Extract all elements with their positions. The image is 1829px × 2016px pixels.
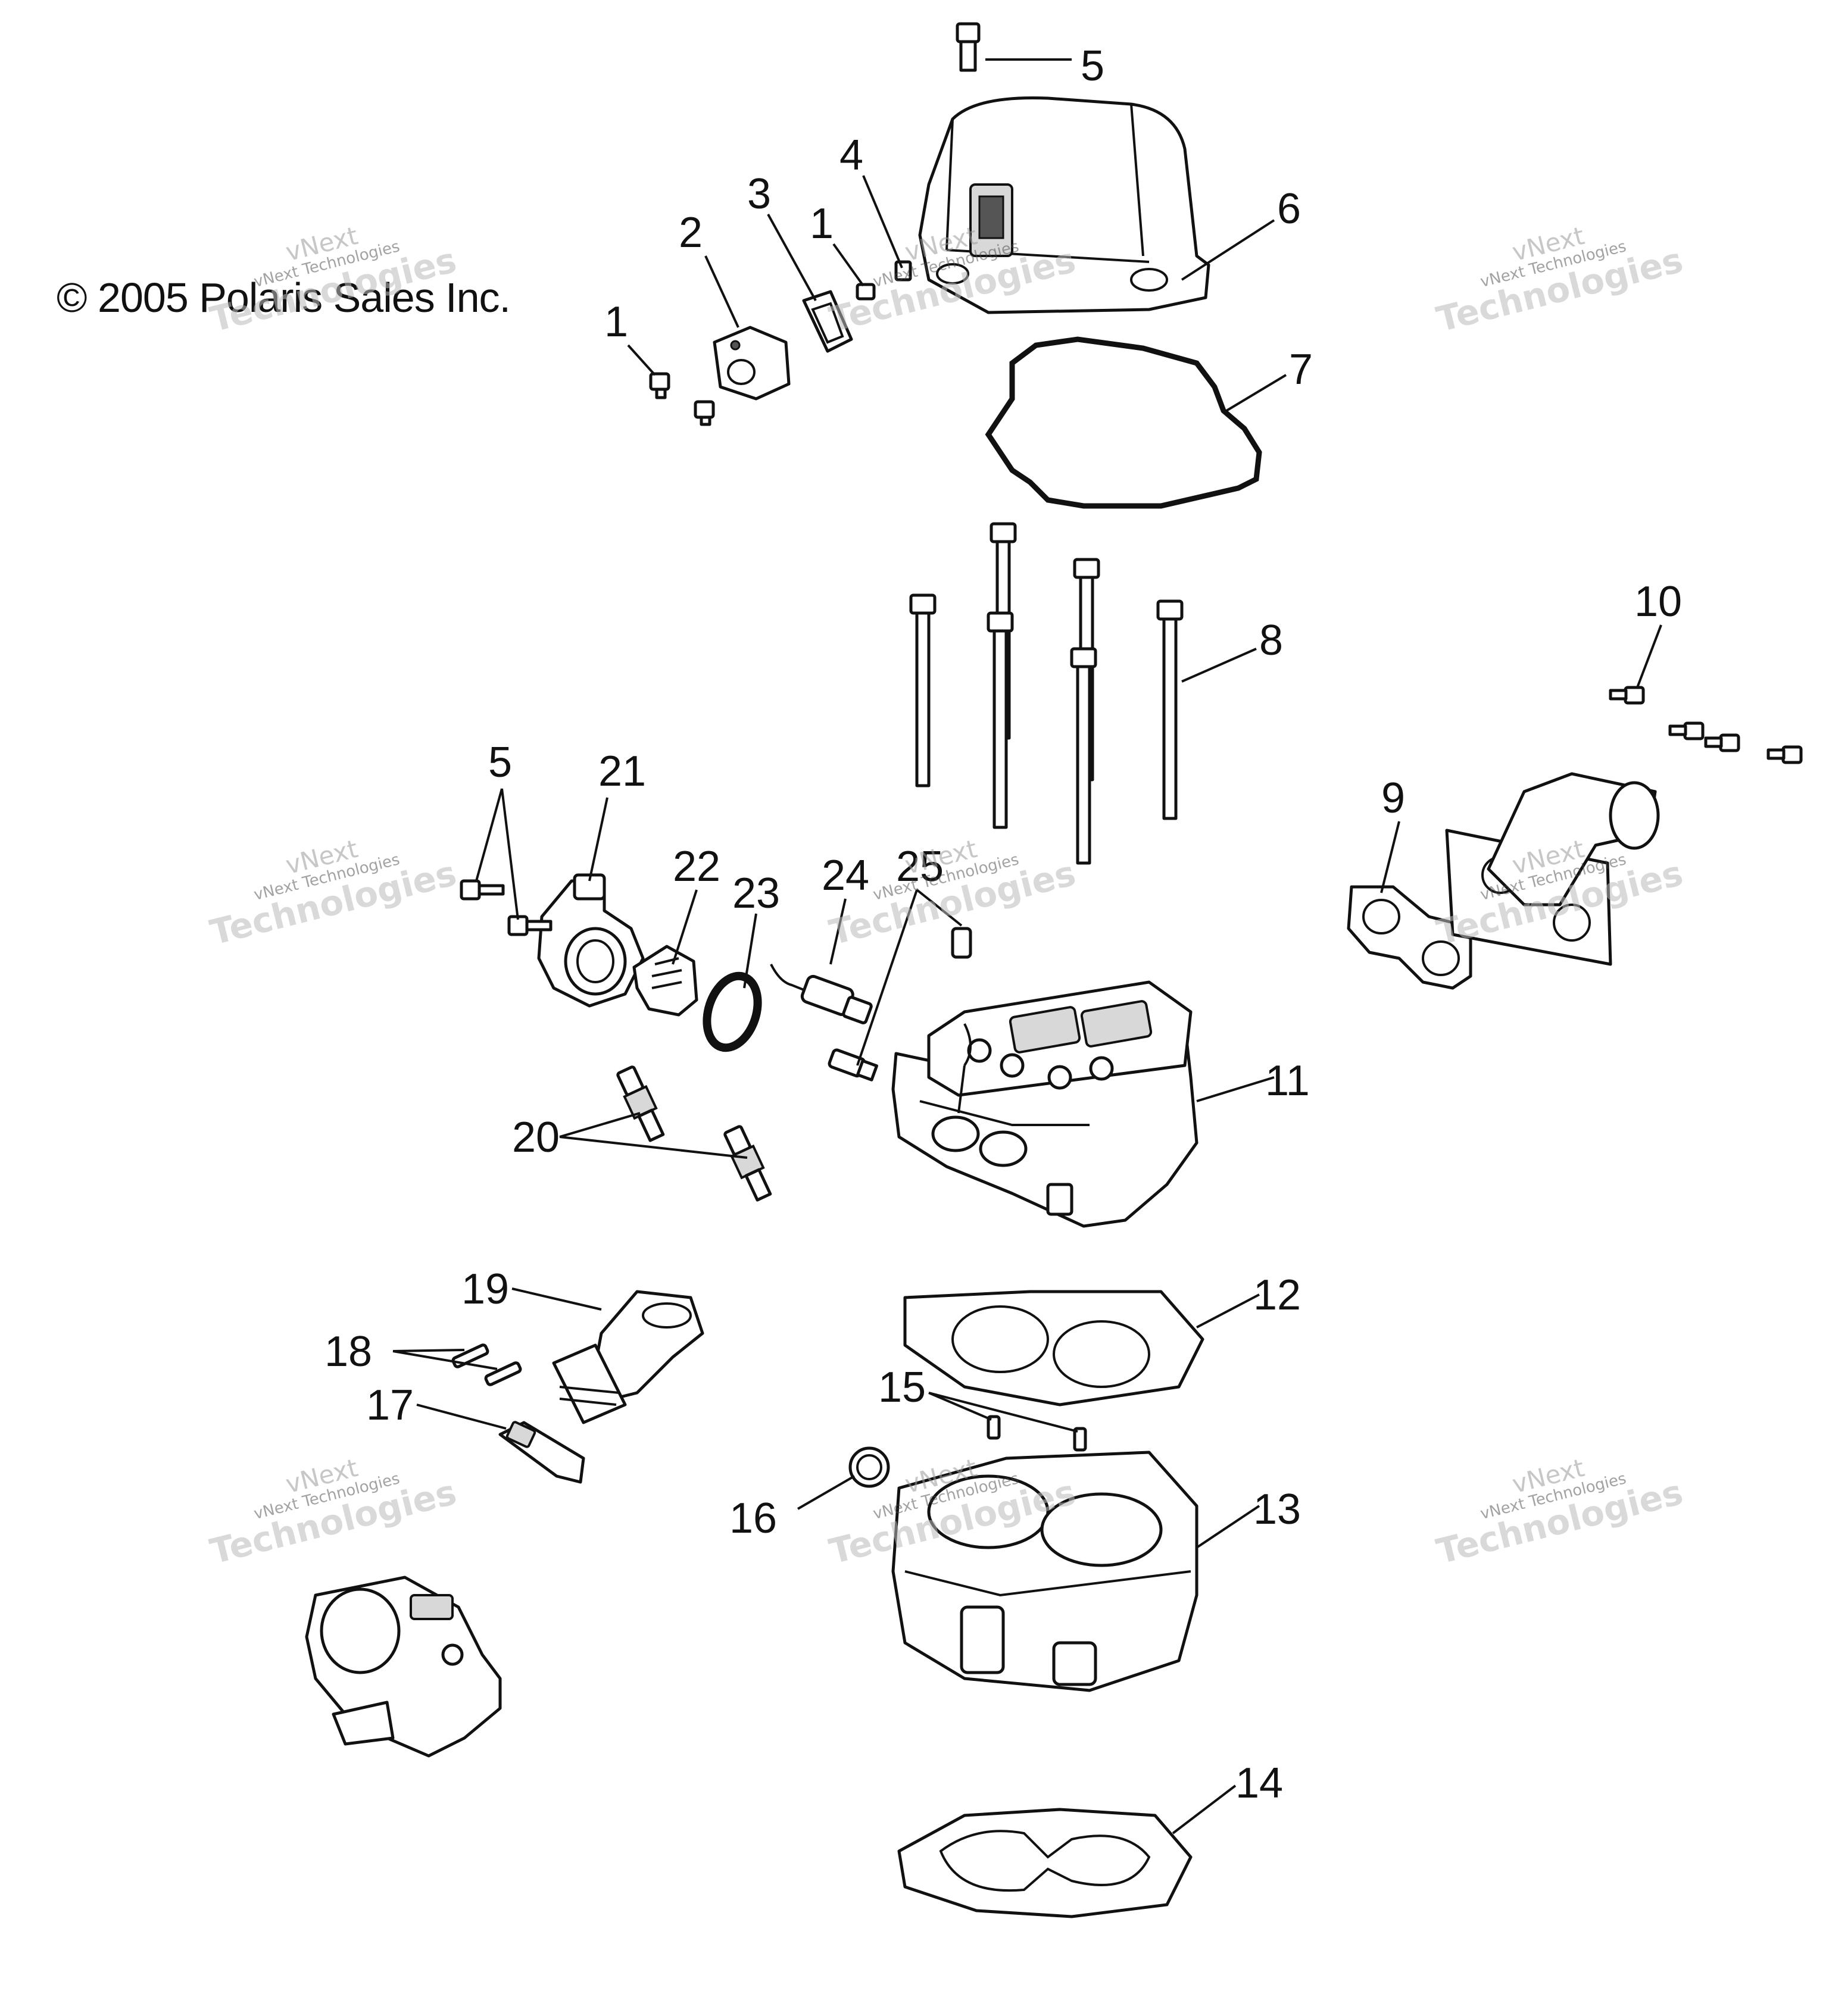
part-20-spark-plugs bbox=[616, 1065, 772, 1202]
part-11-cylinder-head bbox=[891, 980, 1198, 1228]
part-14-base-gasket bbox=[897, 1808, 1193, 1918]
part-18-screws bbox=[451, 1343, 522, 1386]
callout-7: 7 bbox=[1289, 346, 1313, 393]
callout-11: 11 bbox=[1265, 1057, 1310, 1105]
callout-16: 16 bbox=[729, 1495, 777, 1542]
part-19-intake-boot bbox=[552, 1290, 704, 1424]
part-6-valve-cover bbox=[918, 96, 1210, 314]
callout-5-left: 5 bbox=[488, 739, 512, 786]
part-16-plug bbox=[848, 1446, 890, 1488]
callout-13: 13 bbox=[1253, 1486, 1301, 1533]
part-24-temp-sensor bbox=[770, 964, 873, 1024]
part-8-head-bolts bbox=[909, 522, 1184, 865]
callout-1-left: 1 bbox=[604, 298, 628, 346]
part-25-fittings bbox=[828, 927, 972, 1082]
callout-20: 20 bbox=[512, 1114, 560, 1161]
throttle-body bbox=[305, 1576, 502, 1758]
callout-10: 10 bbox=[1634, 578, 1682, 626]
part-5-thermostat-bolts bbox=[460, 879, 553, 936]
part-21-thermostat-housing bbox=[537, 873, 645, 1008]
part-15-dowels bbox=[987, 1415, 1087, 1452]
callout-23: 23 bbox=[732, 870, 780, 917]
callout-3: 3 bbox=[747, 170, 771, 218]
callout-19: 19 bbox=[461, 1265, 509, 1313]
callout-15: 15 bbox=[878, 1364, 926, 1411]
part-13-cylinder bbox=[891, 1451, 1198, 1692]
part-17-clamp bbox=[498, 1421, 585, 1484]
part-9-gasket bbox=[1347, 885, 1472, 990]
part-5-top-bolt bbox=[956, 22, 981, 72]
part-intake-flange bbox=[1445, 772, 1660, 966]
leader-lines bbox=[392, 58, 1662, 1834]
callout-14: 14 bbox=[1235, 1759, 1283, 1807]
callout-21: 21 bbox=[598, 748, 646, 795]
callout-22: 22 bbox=[673, 843, 720, 890]
callout-12: 12 bbox=[1253, 1271, 1301, 1319]
callout-5-top: 5 bbox=[1081, 42, 1104, 90]
callout-25: 25 bbox=[896, 843, 944, 890]
callout-9: 9 bbox=[1381, 774, 1405, 822]
copyright-notice: © 2005 Polaris Sales Inc. bbox=[57, 274, 511, 321]
callout-2: 2 bbox=[679, 209, 703, 257]
part-22-thermostat bbox=[632, 945, 698, 1017]
callout-1-right: 1 bbox=[810, 200, 834, 248]
part-12-head-gasket bbox=[903, 1290, 1204, 1406]
callout-6: 6 bbox=[1277, 185, 1301, 233]
part-10-bolts bbox=[1609, 686, 1803, 764]
callout-labels: 5 6 7 8 4 3 1 2 1 10 9 11 21 5 22 23 24 … bbox=[324, 42, 1682, 1807]
callout-8: 8 bbox=[1259, 617, 1283, 664]
callout-24: 24 bbox=[822, 852, 869, 899]
part-4-clip bbox=[894, 260, 912, 282]
part-1-screws bbox=[649, 283, 876, 426]
part-23-o-ring bbox=[703, 971, 762, 1052]
part-3-gasket-plate bbox=[802, 290, 853, 353]
part-7-cover-gasket bbox=[985, 336, 1262, 509]
callout-18: 18 bbox=[324, 1328, 372, 1376]
callout-4: 4 bbox=[839, 132, 863, 179]
callout-17: 17 bbox=[366, 1381, 414, 1429]
part-2-sensor bbox=[713, 326, 791, 401]
